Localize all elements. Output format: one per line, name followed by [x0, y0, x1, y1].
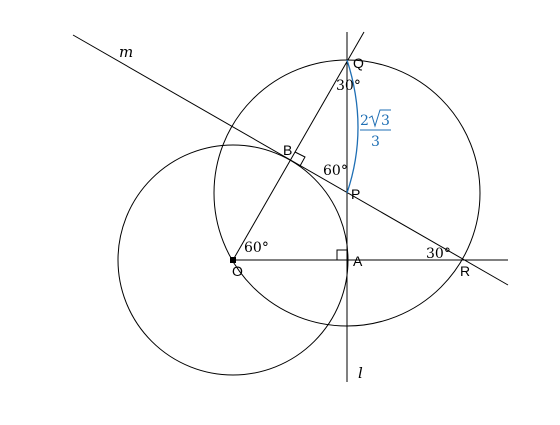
arc-P-Q [346, 59, 359, 194]
label-Q: Q [353, 55, 364, 71]
angle-label-O: 60° [244, 240, 269, 256]
arc-length-radicand: 3 [381, 113, 390, 129]
arc-length-coef: 2 [360, 113, 369, 129]
label-A: A [353, 253, 363, 269]
radical-sign [368, 109, 391, 128]
label-line-l: l [358, 364, 363, 382]
label-R: R [460, 263, 470, 279]
right-angle-marker-B [294, 151, 306, 167]
label-B: B [283, 142, 292, 158]
angle-label-Q: 30° [336, 78, 361, 94]
angle-label-P: 60° [323, 163, 348, 179]
point-O-dot [230, 257, 236, 263]
angle-label-R: 30° [426, 246, 451, 262]
arc-length-label: 2 3 3 [360, 109, 391, 150]
arc-length-denominator: 3 [371, 134, 380, 150]
segment-O-Q [232, 31, 365, 261]
label-O: O [232, 263, 243, 279]
right-angle-marker-A [336, 249, 347, 260]
label-line-m: m [119, 43, 133, 61]
label-P: P [351, 186, 360, 202]
